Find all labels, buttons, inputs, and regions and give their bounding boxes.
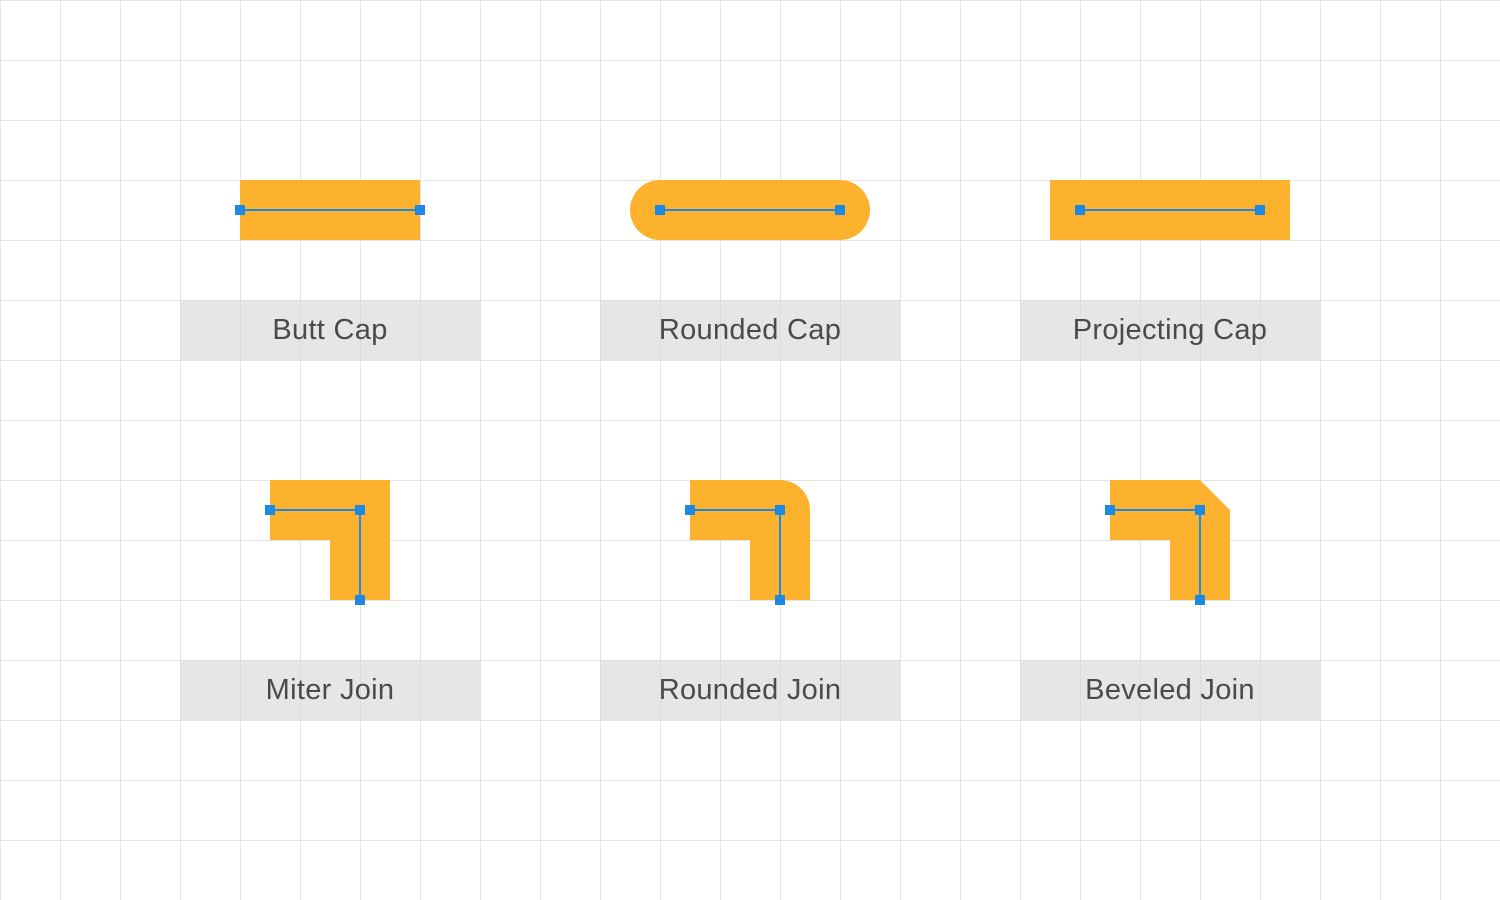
rounded-join-anchor-start[interactable] (685, 505, 695, 515)
rounded-join-example (685, 480, 810, 605)
beveled-join-anchor-end[interactable] (1195, 595, 1205, 605)
rounded-cap-anchor-end[interactable] (835, 205, 845, 215)
beveled-join-label: Beveled Join (1020, 660, 1320, 720)
miter-join-label: Miter Join (180, 660, 480, 720)
butt-cap-anchor-end[interactable] (415, 205, 425, 215)
rounded-join-label: Rounded Join (600, 660, 900, 720)
beveled-join-example (1105, 480, 1230, 605)
rounded-cap-anchor-start[interactable] (655, 205, 665, 215)
beveled-join-anchor-corner[interactable] (1195, 505, 1205, 515)
projecting-cap-example (1050, 180, 1290, 240)
butt-cap-anchor-start[interactable] (235, 205, 245, 215)
rounded-join-anchor-end[interactable] (775, 595, 785, 605)
rounded-join-stroke (690, 480, 810, 600)
miter-join-anchor-corner[interactable] (355, 505, 365, 515)
rounded-join-anchor-corner[interactable] (775, 505, 785, 515)
projecting-cap-anchor-start[interactable] (1075, 205, 1085, 215)
projecting-cap-label: Projecting Cap (1020, 300, 1320, 360)
miter-join-anchor-start[interactable] (265, 505, 275, 515)
miter-join-anchor-end[interactable] (355, 595, 365, 605)
butt-cap-label: Butt Cap (180, 300, 480, 360)
beveled-join-anchor-start[interactable] (1105, 505, 1115, 515)
butt-cap-example (235, 180, 425, 240)
projecting-cap-anchor-end[interactable] (1255, 205, 1265, 215)
beveled-join-stroke (1110, 480, 1230, 600)
miter-join-stroke (270, 480, 390, 600)
rounded-cap-label: Rounded Cap (600, 300, 900, 360)
rounded-cap-example (630, 180, 870, 240)
miter-join-example (265, 480, 390, 605)
